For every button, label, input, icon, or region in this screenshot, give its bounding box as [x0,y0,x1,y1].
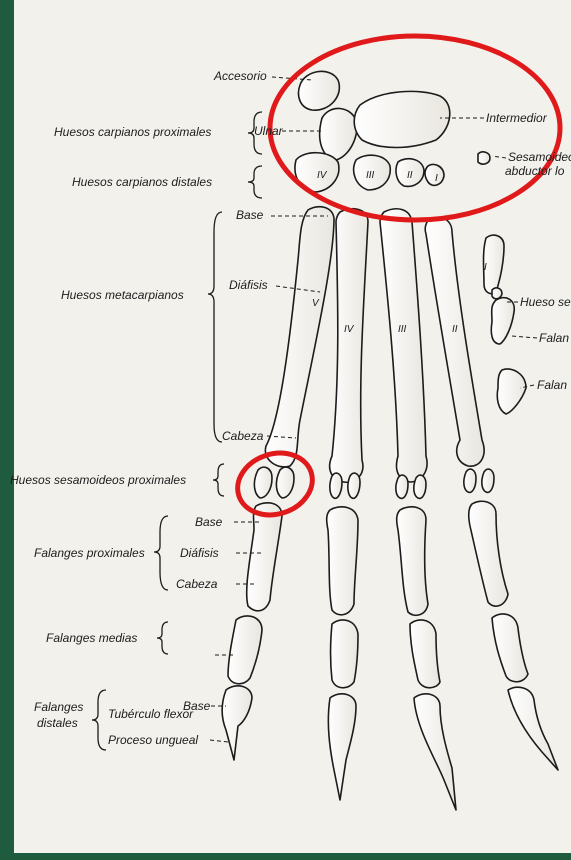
carpal-numeral-1: IV [317,170,326,181]
label-falanges: Falanges [34,700,83,714]
sesamoid-v-a [254,467,272,498]
label-hueso-sesamoideo: Hueso se [520,295,571,309]
metacarpal-numeral-4: II [452,324,458,335]
sesamoid-v-b [276,467,294,498]
brace-sesamoideos [213,464,224,496]
label-tuberculo-flexor: Tubérculo flexor [108,707,193,721]
digit-i-sesamoid [492,288,502,299]
sesamoid-ii-a [464,469,476,492]
distal-phalanx-iii [414,694,456,810]
metacarpal-ii [425,217,484,466]
distal-phalanx-iv [328,694,356,800]
brace-falanges-distales [92,690,106,750]
label-carpianos-distales: Huesos carpianos distales [72,175,212,189]
proximal-phalanx-iii [397,507,428,615]
carpal-numeral-3: II [407,170,413,181]
brace-falanges-medias [157,622,168,654]
label-intermedio: Intermedior [486,111,547,125]
metacarpal-numeral-3: III [398,324,406,335]
middle-phalanx-ii [492,614,528,682]
middle-phalanx-iv [331,620,359,688]
proximal-phalanx-v [247,503,282,611]
highlight-sesamoid-circle [230,444,321,525]
ulnar-carpal [320,108,357,160]
label-accesorio: Accesorio [214,69,267,83]
metacarpal-iii [380,209,427,482]
sesamoid-iv-a [330,473,342,498]
label-metacarpianos: Huesos metacarpianos [61,288,184,302]
sesamoid-iv-b [348,473,360,498]
label-falanges-medias: Falanges medias [46,631,137,645]
label-base-metacarpo: Base [236,208,263,222]
label-falanges-proximales: Falanges proximales [34,546,145,560]
accessory-carpal [299,71,340,110]
brace-carpianos-distales [248,166,262,198]
distal-phalanx-v [222,686,252,760]
brace-falanges-proximales [154,516,168,590]
label-falange-2: Falan [537,378,567,392]
middle-phalanx-v [228,616,262,684]
intermedioradial-carpal [354,91,450,147]
label-fp-diafisis: Diáfisis [180,546,219,560]
metacarpal-numeral-1: V [312,298,319,309]
carpal-numeral-4: I [435,173,438,184]
metacarpal-numeral-5: I [484,262,487,273]
proximal-phalanx-iv [327,507,358,615]
label-falange-1: Falan [539,331,569,345]
carpal-numeral-2: III [366,170,374,181]
metacarpal-v [265,207,334,467]
label-fp-cabeza: Cabeza [176,577,217,591]
label-sesamoideos-proximales: Huesos sesamoideos proximales [10,473,186,487]
label-diafisis-metacarpo: Diáfisis [229,278,268,292]
label-carpianos-proximales: Huesos carpianos proximales [54,125,211,139]
sesamoid-iii-a [396,475,408,498]
label-proceso-ungueal: Proceso ungueal [108,733,198,747]
label-cabeza-metacarpo: Cabeza [222,429,263,443]
middle-phalanx-iii [410,620,440,688]
digit-i-phalanx-proximal [491,298,514,344]
sesamoid-ii-b [482,469,494,492]
label-fp-base: Base [195,515,222,529]
label-sesamoideo: Sesamoideo [508,150,571,164]
distal-phalanx-ii [508,687,558,770]
label-abductor: abductor lo [505,164,564,178]
sesamoid-abductor [478,152,490,164]
metacarpal-numeral-2: IV [344,324,353,335]
digit-i-phalanx-distal [497,369,526,414]
label-ulnar: Ulnar [254,124,283,138]
brace-metacarpianos [208,212,222,442]
metacarpal-iv [330,209,368,482]
label-distales: distales [37,716,78,730]
proximal-phalanx-ii [469,501,508,606]
sesamoid-iii-b [414,475,426,498]
